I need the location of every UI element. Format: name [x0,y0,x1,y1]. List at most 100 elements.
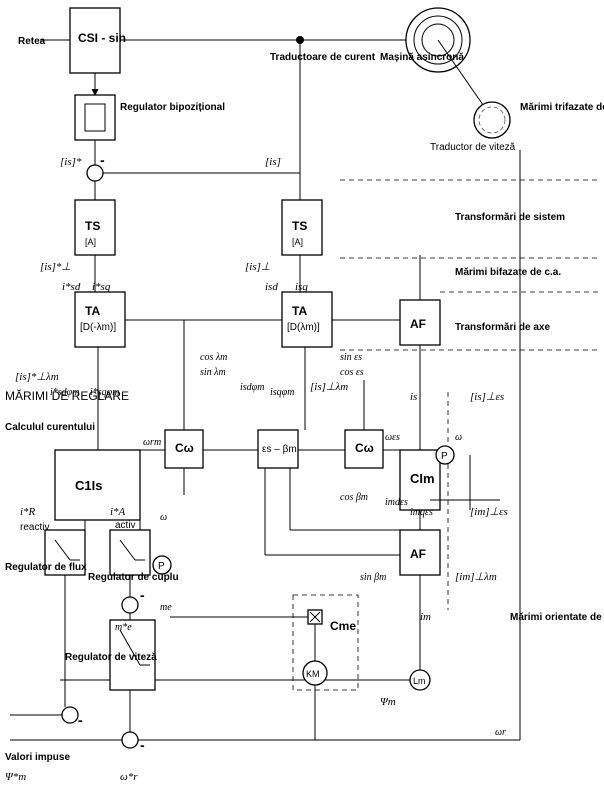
isq-label: isq [295,281,308,293]
isq-phi-ref-label: i*sqφm [90,387,119,398]
cme-label: Cme [330,619,356,633]
is-lambda-label: [is]⊥λm [310,381,348,393]
ta-sub-meas: [D(λm)] [287,322,320,333]
ta-sub-ref: [D(-λm)] [80,322,116,333]
reactiv-label: reactiv [20,522,49,533]
psi-m-ref-label: Ψ*m [5,771,26,783]
biphase-ca-label: Mărimi bifazate de c.a. [455,267,561,278]
im-perp-eps-label: [im]⊥εs [470,506,508,518]
c1-is-block [54,449,141,521]
isd-label: isd [265,281,278,293]
speed-transducer-label: Traductor de viteză [430,142,516,153]
ta-block-reference [74,291,126,348]
c-omega-block-2 [344,429,384,469]
af-block-bottom [399,529,441,576]
p-label-top: P [441,451,448,462]
ts-block-measured [281,199,323,256]
csi-sin-block [69,7,121,74]
c-omega-label-2: Cω [355,441,374,455]
bipositional-regulator-block [74,94,116,141]
minus-sign-2: - [78,712,83,728]
summing-junction-speed [121,731,139,749]
af-label-top: AF [410,317,426,331]
omega-r-feedback-label: ωr [495,727,506,738]
ts-sub-ref: [A] [85,237,96,247]
flux-regulator-block [44,529,86,576]
speed-regulator-label: Regulator de viteză [65,652,157,663]
omega-r-ref-label: ω*r [120,771,138,783]
c-omega-label-1: Cω [175,441,194,455]
reference-quantities-title: MĂRIMI DE REGLARE [5,388,129,403]
imq-eps-label: imqεs [410,507,433,518]
activ-label: activ [115,520,136,531]
c-omega-block-1 [164,429,204,469]
bipositional-regulator-label: Regulator bipozițional [120,102,225,113]
cos-beta-label: cos βm [340,492,368,503]
impused-values-label: Valori impuse [5,752,70,763]
system-transform-label: Transformări de sistem [455,212,565,223]
retea-label: Retea [18,36,46,47]
is-lambda-ref-label: [is]*⊥λm [15,371,59,383]
me-label: me [160,602,172,613]
omega-label-mid: ω [160,512,167,523]
summing-junction-torque [121,596,139,614]
current-calc-label: Calculul curentului [5,422,95,433]
is-ref-label: [is]* [60,156,82,168]
sin-lambda-label: sin λm [200,367,226,378]
af-label-bottom: AF [410,547,426,561]
ta-block-measured [281,291,333,348]
speed-regulator-block [109,619,156,691]
dc-oriented-label: Mărimi orientate de c.c. [510,612,604,623]
epsilon-beta-block [257,429,299,469]
im-lambda-label: [im]⊥λm [455,571,497,583]
sin-eps-label: sin εs [340,352,362,363]
ta-label-ref: TA [85,304,100,318]
km-label: KM [306,669,320,679]
c1-is-label: C1Is [75,478,102,493]
p-block-bottom [152,555,172,575]
ia-ref-label: i*A [110,506,126,518]
axis-transform-label: Transformări de axe [455,322,550,333]
sin-beta-label: sin βm [360,572,386,583]
ta-label-meas: TA [292,304,307,318]
isd-phi-label: isdφm [240,382,264,393]
torque-regulator-block [109,529,151,576]
torque-regulator-label: Regulator de cuplu [88,572,179,583]
omega-label-top: ω [455,432,462,443]
p-label-bottom: P [158,561,165,572]
is-perp-label: [is]⊥ [245,261,270,273]
is-perp-eps-label: [is]⊥εs [470,391,504,403]
is-mag-label: is [410,391,417,403]
isq-phi-label: isqφm [270,387,294,398]
p-block-top [435,445,455,465]
cos-eps-label: cos εs [340,367,364,378]
current-transducer-label: Traductoare de curent [270,52,376,63]
three-phase-ac-label: Mărimi trifazate de c.a. [520,102,604,113]
minus-sign-4: - [140,737,145,753]
async-machine-label: Mașină asincronă [380,52,464,63]
ts-label-ref: TS [85,219,100,233]
is-perp-ref-label: [is]*⊥ [40,261,71,273]
ir-ref-label: i*R [20,506,36,518]
eps-beta-label: εs – βm [262,444,297,455]
minus-sign-3: - [140,587,145,603]
isq-ref-label: i*sq [92,281,111,293]
omega-r-label: ωrm [143,437,161,448]
minus-sign-1: - [100,152,105,168]
lm-label: Lm [413,676,426,686]
psi-m-label: Ψm [380,696,396,708]
me-ref-label: m*e [115,622,132,633]
cim-label: CIm [410,471,435,486]
csi-sin-label: CSI - sin [78,31,126,45]
ts-label-meas: TS [292,219,307,233]
omega-eps-label: ωεs [385,432,400,443]
is-label: [is] [265,156,281,168]
summing-junction-flux [61,706,79,724]
isd-phi-ref-label: i*sdφm [50,387,79,398]
imd-eps-label: imdεs [385,497,408,508]
flux-regulator-label: Regulator de flux [5,562,87,573]
cos-lambda-label: cos λm [200,352,227,363]
im-label: im [420,611,431,623]
